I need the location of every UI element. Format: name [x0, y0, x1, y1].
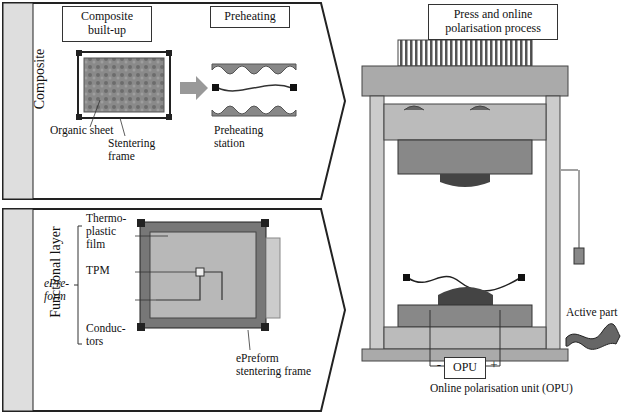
process-box: OPU — [444, 357, 486, 379]
chevron-panel: Composite Composite built-up Preheating — [2, 2, 347, 200]
part-label: ePreform stentering frame — [236, 352, 326, 378]
part-label: + — [489, 358, 499, 373]
part-label: Preheating station — [214, 124, 294, 150]
chevron-panel: Functional layer — [2, 208, 347, 412]
box-label: OPU — [449, 361, 481, 375]
process-box: Composite built-up — [62, 6, 152, 42]
chevron-outline — [2, 2, 347, 200]
part-label: Active part — [566, 306, 623, 319]
part-label: Online polarisation unit (OPU) — [430, 382, 590, 395]
process-box: Preheating — [210, 6, 290, 28]
box-label: Preheating — [215, 10, 285, 24]
band-title: Composite — [32, 48, 48, 109]
part-label: - — [434, 358, 444, 373]
box-label: Press and online polarisation process — [433, 8, 553, 36]
box-label: Composite built-up — [67, 10, 147, 38]
part-label: TPM — [86, 264, 126, 277]
part-label: ePre- form — [44, 277, 78, 303]
part-label: Conduc- tors — [86, 322, 132, 348]
part-label: Organic sheet — [50, 124, 130, 137]
part-label: Stentering frame — [108, 137, 170, 163]
process-box: Press and online polarisation process — [428, 4, 558, 40]
band-title: Functional layer — [48, 227, 64, 318]
part-label: Thermo- plastic film — [86, 212, 136, 251]
